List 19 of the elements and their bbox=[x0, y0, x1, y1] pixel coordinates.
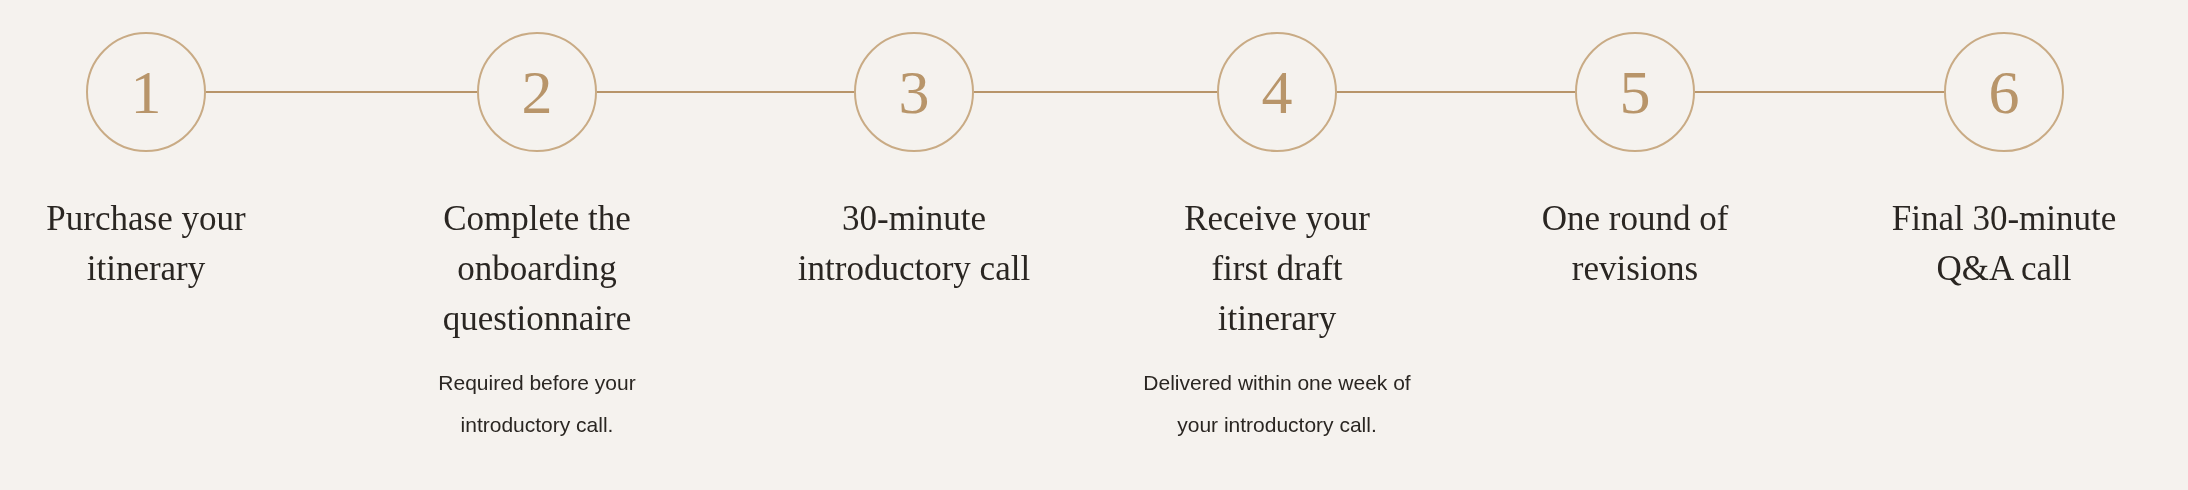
step-title: One round of revisions bbox=[1540, 198, 1730, 290]
connector-line bbox=[1694, 91, 1945, 93]
step-number: 4 bbox=[1261, 61, 1293, 123]
step-title: Final 30-minute Q&A call bbox=[1890, 198, 2118, 290]
step-title: Complete the onboarding questionnaire bbox=[441, 198, 633, 340]
step-note: Delivered within one week of your introductory call. bbox=[1142, 370, 1412, 438]
connector-line bbox=[1336, 91, 1576, 93]
step-title: Receive your first draft itinerary bbox=[1183, 198, 1371, 340]
step-number: 3 bbox=[898, 61, 930, 123]
step-note: Required before your introductory call. bbox=[437, 370, 637, 438]
step-number: 2 bbox=[521, 61, 553, 123]
connector-line bbox=[596, 91, 855, 93]
step-number: 1 bbox=[130, 61, 162, 123]
step-number: 5 bbox=[1619, 61, 1651, 123]
step-number: 6 bbox=[1988, 61, 2020, 123]
step-title: 30-minute introductory call bbox=[796, 198, 1032, 290]
step-title: Purchase your itinerary bbox=[45, 198, 247, 290]
connector-line bbox=[205, 91, 478, 93]
connector-line bbox=[973, 91, 1218, 93]
